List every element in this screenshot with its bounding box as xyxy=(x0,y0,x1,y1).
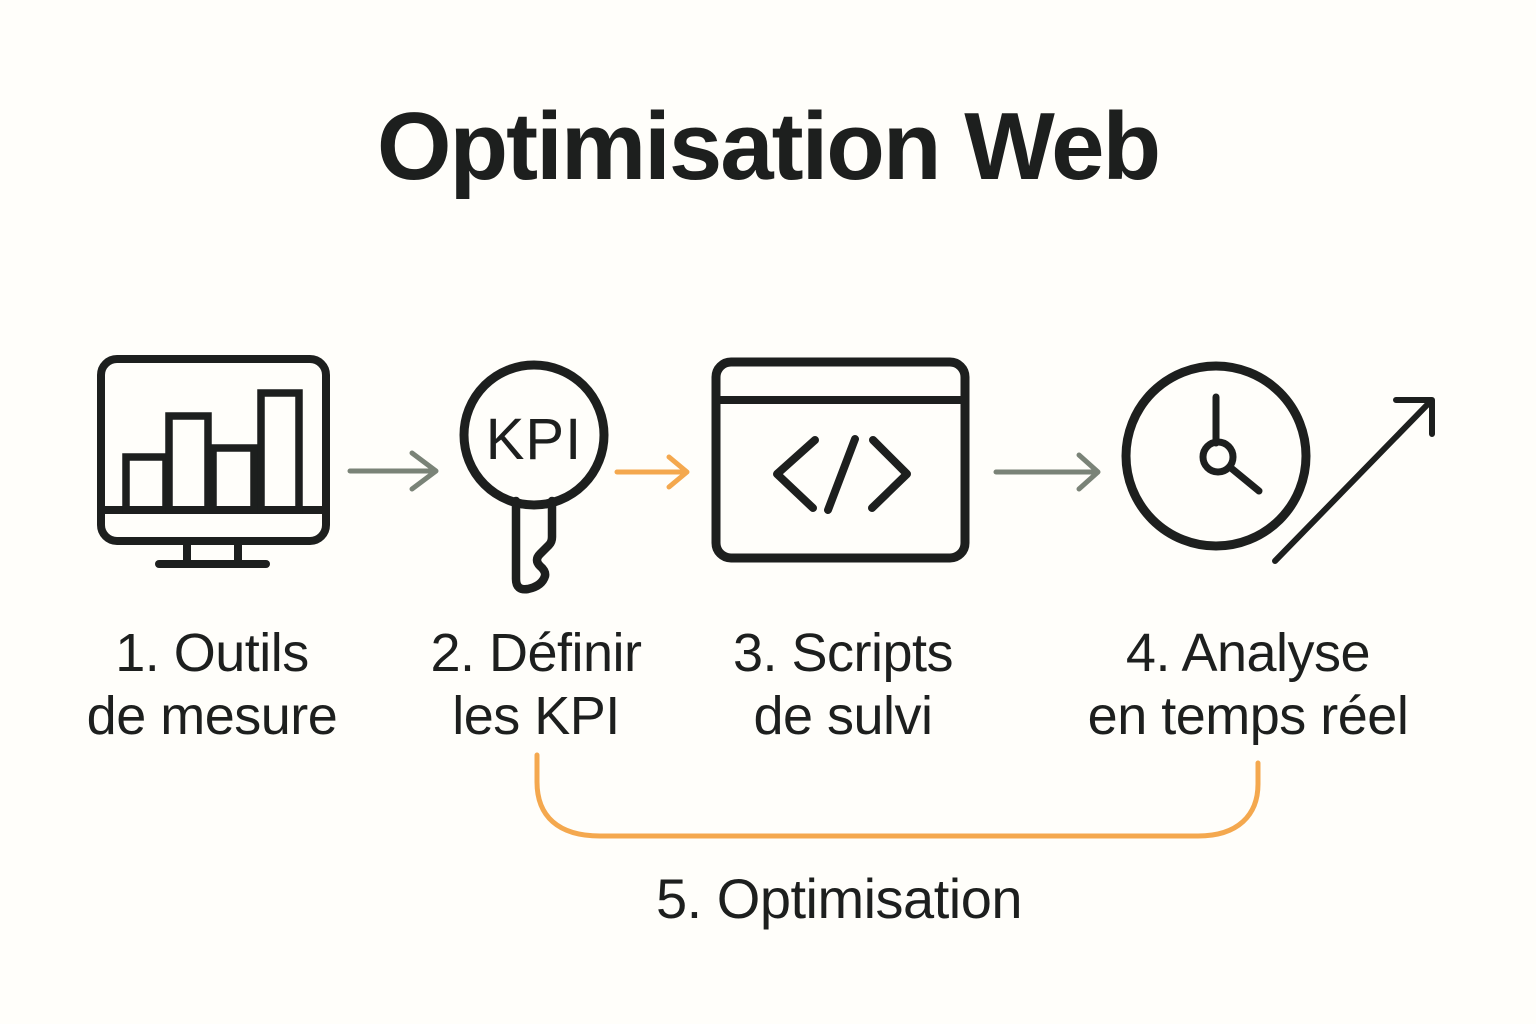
step-1-label-line2: de mesure xyxy=(86,686,338,746)
step-3-label-line1: 3. Scripts xyxy=(732,623,954,683)
flow-arrow-3-icon xyxy=(993,452,1101,492)
step-5-label: 5. Optimisation xyxy=(656,867,1023,930)
kpi-key-icon: KPI xyxy=(459,360,609,594)
step-2-label-line1: 2. Définir xyxy=(430,623,642,683)
flow-arrow-1-icon xyxy=(347,450,439,492)
step-4-label-line2: en temps réel xyxy=(1087,686,1409,746)
step-1-label-line1: 1. Outils xyxy=(115,623,309,683)
optimisation-loop-arc xyxy=(534,752,1261,839)
step-1-label: 1. Outils de mesure xyxy=(12,622,412,748)
step-3-label-line2: de sulvi xyxy=(753,686,933,746)
monitor-bar-chart-icon xyxy=(97,355,330,568)
step-2-label-line2: les KPI xyxy=(452,686,620,746)
clock-trend-icon xyxy=(1121,361,1435,564)
step-4-label: 4. Analyse en temps réel xyxy=(1048,622,1448,748)
step-2-label: 2. Définir les KPI xyxy=(336,622,736,748)
diagram-title: Optimisation Web xyxy=(376,93,1161,200)
step-3-label: 3. Scripts de sulvi xyxy=(643,622,1043,748)
kpi-key-label: KPI xyxy=(486,407,583,472)
code-window-icon xyxy=(711,357,970,563)
step-4-label-line1: 4. Analyse xyxy=(1125,623,1371,683)
flow-arrow-2-icon xyxy=(614,454,690,490)
